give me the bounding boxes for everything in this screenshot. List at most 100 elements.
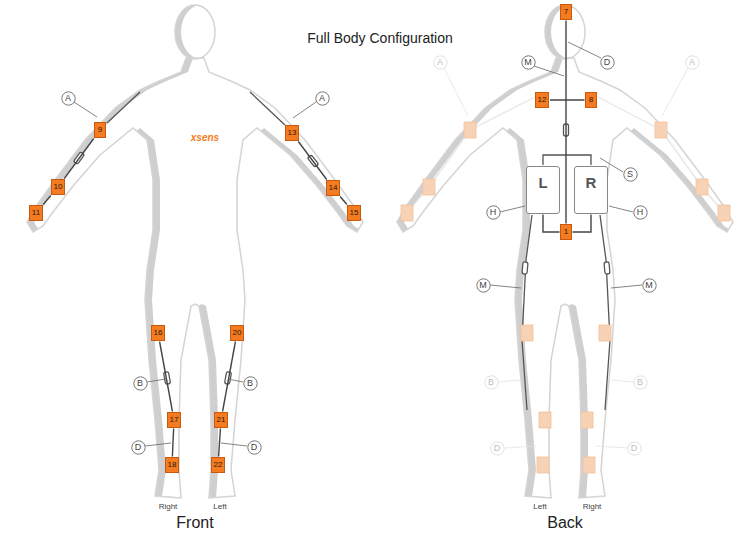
sensor-number: 18: [168, 461, 177, 469]
faded-sensor: [423, 179, 435, 195]
faded-sensor: [581, 412, 593, 428]
cable: [600, 215, 610, 410]
view-label: Front: [176, 515, 213, 531]
sensor-box: 17: [167, 412, 182, 428]
sensor-box: 18: [165, 457, 180, 473]
sensor-number: 7: [564, 8, 568, 16]
box-letter: L: [538, 175, 547, 190]
callout-letter: D: [135, 443, 142, 452]
sensor-cable: [340, 197, 347, 205]
faded-leader-line: [498, 380, 521, 382]
faded-callout-letter: B: [633, 375, 648, 390]
faded-sensor: [539, 412, 551, 428]
leader-line: [490, 285, 521, 288]
human-figure: [397, 5, 740, 498]
faded-sensor: [521, 325, 533, 341]
cable: [250, 92, 285, 125]
callout-letter: M: [524, 58, 532, 67]
sensor-number: 17: [170, 416, 179, 424]
sensor-box: 22: [211, 457, 226, 473]
faded-callout-letter: D: [490, 441, 505, 456]
sensor-cable: [223, 342, 236, 412]
sensor-cable: [298, 142, 326, 180]
xbus-box: R: [574, 166, 608, 214]
side-label: Right: [159, 503, 178, 511]
sensor-cable: [160, 342, 173, 412]
callout-letter: A: [689, 58, 695, 67]
faded-leader-line: [444, 68, 468, 116]
sensor-number: 8: [589, 96, 593, 104]
sensor-box: 16: [151, 325, 166, 341]
cable-connector: [522, 262, 528, 274]
side-label: Right: [583, 503, 602, 511]
sensor-box: 8: [585, 92, 597, 108]
sensor-box: 21: [214, 412, 229, 428]
human-figure: [27, 5, 370, 498]
faded-sensor: [401, 205, 413, 221]
leader-line: [611, 285, 642, 288]
callout-letter: S: [627, 170, 633, 179]
faded-cable: [598, 97, 724, 213]
leader-line: [500, 206, 525, 212]
sensor-box: 13: [285, 125, 300, 141]
callout-letter: B: [488, 378, 494, 387]
callout-letter: A: [319, 94, 325, 103]
callout-letter: H: [633, 205, 648, 220]
callout-letter: B: [637, 378, 643, 387]
sensor-cable: [172, 429, 173, 457]
faded-sensor: [718, 205, 730, 221]
xbus-box: L: [526, 166, 560, 214]
callout-letter: A: [315, 91, 330, 106]
callout-letter: D: [604, 58, 611, 67]
faded-leader-line: [662, 68, 688, 116]
box-letter: R: [586, 175, 597, 190]
faded-sensor: [583, 457, 595, 473]
faded-sensor: [464, 122, 476, 138]
callout-letter: B: [243, 376, 258, 391]
leader-line: [147, 379, 166, 382]
faded-sensor: [537, 457, 549, 473]
callout-letter: M: [476, 278, 491, 293]
sensor-cable: [565, 21, 566, 224]
sensor-number: 15: [350, 209, 359, 217]
callout-letter: A: [65, 94, 71, 103]
faded-sensor: [599, 325, 611, 341]
leader-line: [74, 102, 97, 117]
faded-cable: [407, 97, 535, 213]
callout-letter: H: [637, 208, 644, 217]
callout-letter: M: [642, 278, 657, 293]
callout-letter: H: [490, 208, 497, 217]
logo-text: xsens: [191, 133, 219, 143]
leader-line: [609, 206, 633, 212]
sensor-number: 21: [217, 416, 226, 424]
callout-letter: M: [645, 281, 653, 290]
callout-letter: D: [247, 440, 262, 455]
faded-leader-line: [611, 380, 633, 382]
sensor-number: 11: [32, 209, 40, 217]
sensor-box: 9: [94, 122, 106, 138]
diagram-title: Full Body Configuration: [307, 31, 453, 45]
callout-letter: D: [631, 444, 638, 453]
leader-line: [228, 379, 243, 382]
side-label: Left: [533, 503, 546, 511]
sensor-cable: [543, 215, 560, 233]
sensor-number: 12: [538, 96, 547, 104]
callout-letter: M: [479, 281, 487, 290]
faded-callout-letter: D: [627, 441, 642, 456]
callout-letter: B: [133, 376, 148, 391]
sensor-box: 1: [560, 224, 572, 240]
leader-line: [221, 443, 247, 446]
sensor-number: 10: [54, 183, 63, 191]
cable-connector: [604, 262, 610, 274]
callout-letter: B: [247, 379, 253, 388]
leader-line: [145, 443, 171, 446]
leader-line: [534, 66, 564, 76]
callout-letter: A: [61, 91, 76, 106]
leader-line: [568, 42, 601, 58]
callout-letter: S: [623, 167, 638, 182]
sensor-box: 15: [347, 205, 362, 221]
sensor-cable: [219, 429, 221, 457]
callout-letter: B: [137, 379, 143, 388]
